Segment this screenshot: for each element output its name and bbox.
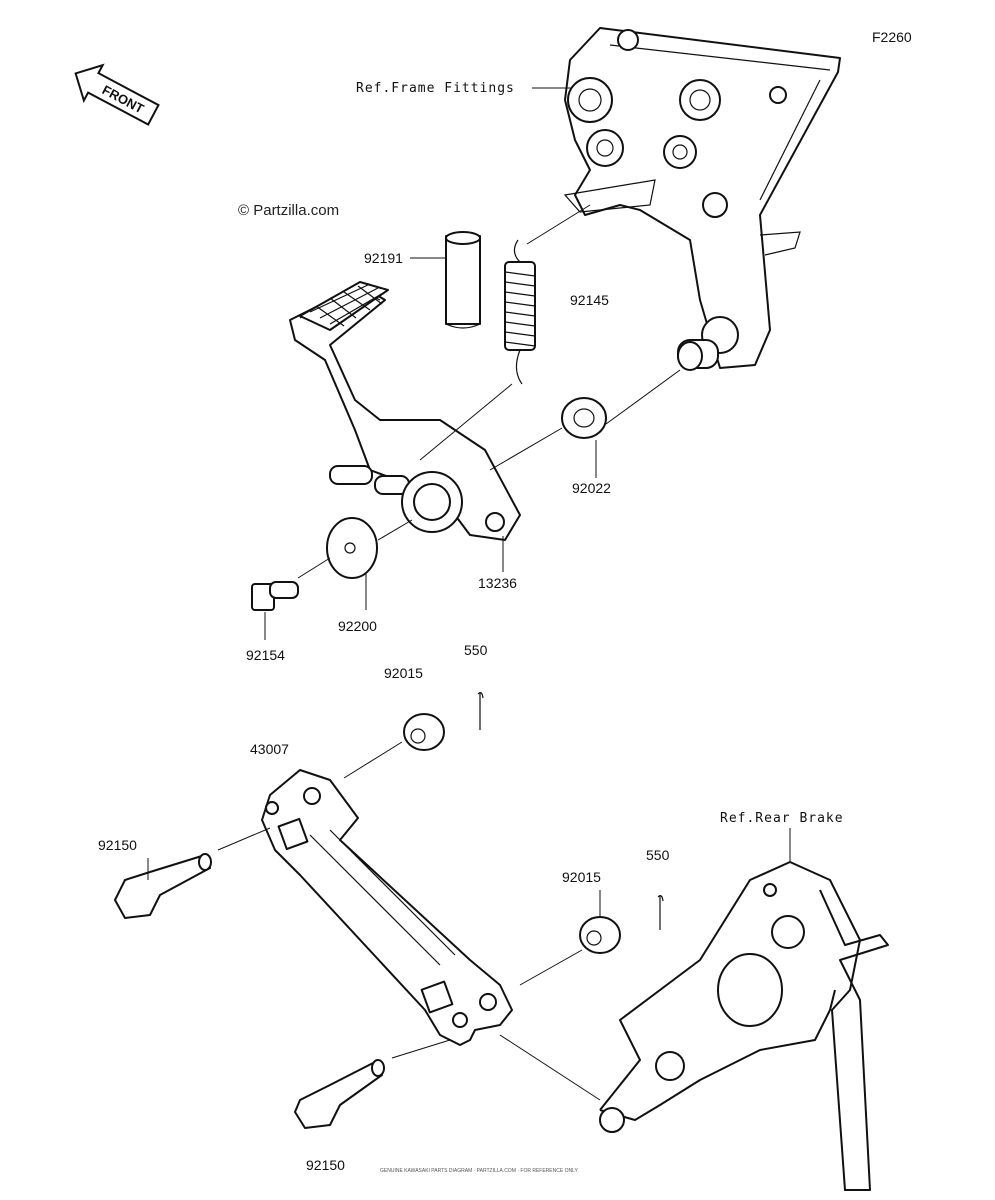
spacer-92191 bbox=[445, 231, 481, 329]
cotter-pin-550-lower bbox=[657, 895, 664, 930]
label-92200: 92200 bbox=[338, 618, 377, 634]
cotter-pin-550-upper bbox=[477, 692, 484, 730]
copyright-notice: © Partzilla.com bbox=[238, 202, 339, 219]
label-92150-lower: 92150 bbox=[306, 1157, 345, 1173]
pivot-boss bbox=[677, 339, 719, 371]
label-92145: 92145 bbox=[570, 292, 609, 308]
label-92191: 92191 bbox=[364, 250, 403, 266]
collar-92015-lower bbox=[579, 916, 621, 954]
label-550-lower: 550 bbox=[646, 847, 670, 863]
label-550-upper: 550 bbox=[464, 642, 488, 658]
front-arrow-icon: FRONT bbox=[74, 63, 160, 126]
collar-92015-upper bbox=[403, 713, 445, 751]
pin-92150-lower bbox=[294, 1059, 385, 1129]
washer-92022 bbox=[561, 397, 607, 439]
label-13236: 13236 bbox=[478, 575, 517, 591]
leader-lines bbox=[147, 87, 791, 1101]
label-92015-upper: 92015 bbox=[384, 665, 423, 681]
ref-rear-brake: Ref.Rear Brake bbox=[720, 811, 844, 826]
brake-pedal-arm-13236 bbox=[289, 281, 521, 541]
pedal-tread bbox=[299, 281, 389, 331]
figure-code: F2260 bbox=[872, 29, 912, 45]
ref-frame-fittings: Ref.Frame Fittings bbox=[356, 81, 515, 96]
label-43007: 43007 bbox=[250, 741, 289, 757]
rear-brake-lever bbox=[599, 861, 889, 1191]
spring-92145 bbox=[504, 239, 536, 385]
bolt-92154 bbox=[251, 581, 299, 611]
washer-92200 bbox=[326, 517, 378, 579]
label-92150-upper: 92150 bbox=[98, 837, 137, 853]
label-92154: 92154 bbox=[246, 647, 285, 663]
label-92022: 92022 bbox=[572, 480, 611, 496]
rod-43007 bbox=[261, 769, 513, 1046]
frame-fittings-bracket bbox=[563, 27, 841, 369]
label-92015-lower: 92015 bbox=[562, 869, 601, 885]
pin-92150-upper bbox=[114, 853, 212, 919]
footer-fine-print: GENUINE KAWASAKI PARTS DIAGRAM · PARTZIL… bbox=[380, 1168, 578, 1174]
